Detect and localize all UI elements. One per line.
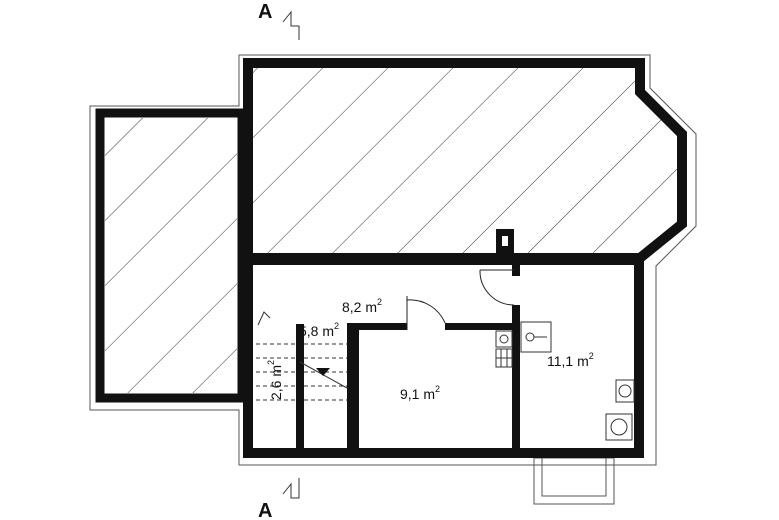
- stairs: [256, 311, 348, 401]
- upper-hatched-zone: [243, 58, 687, 263]
- doors: [406, 269, 515, 330]
- walls: [243, 229, 644, 458]
- section-marker-bottom: A: [258, 478, 300, 520]
- room-area-label: 8,2 m2: [342, 297, 382, 315]
- room-area-label: 2,6 m2: [266, 360, 284, 400]
- left-hatched-zone: [95, 108, 247, 403]
- room-area-label: 11,1 m2: [547, 351, 594, 369]
- room-area-label: 5,8 m2: [299, 321, 339, 339]
- fixtures: [495, 321, 635, 441]
- section-label-bottom: A: [258, 500, 272, 520]
- room-labels: 8,2 m2 5,8 m2 2,6 m2 9,1 m2 11,1 m2: [266, 297, 594, 402]
- section-label-top: A: [258, 1, 272, 23]
- room-area-label: 9,1 m2: [400, 384, 440, 402]
- section-marker-top: A: [258, 1, 300, 40]
